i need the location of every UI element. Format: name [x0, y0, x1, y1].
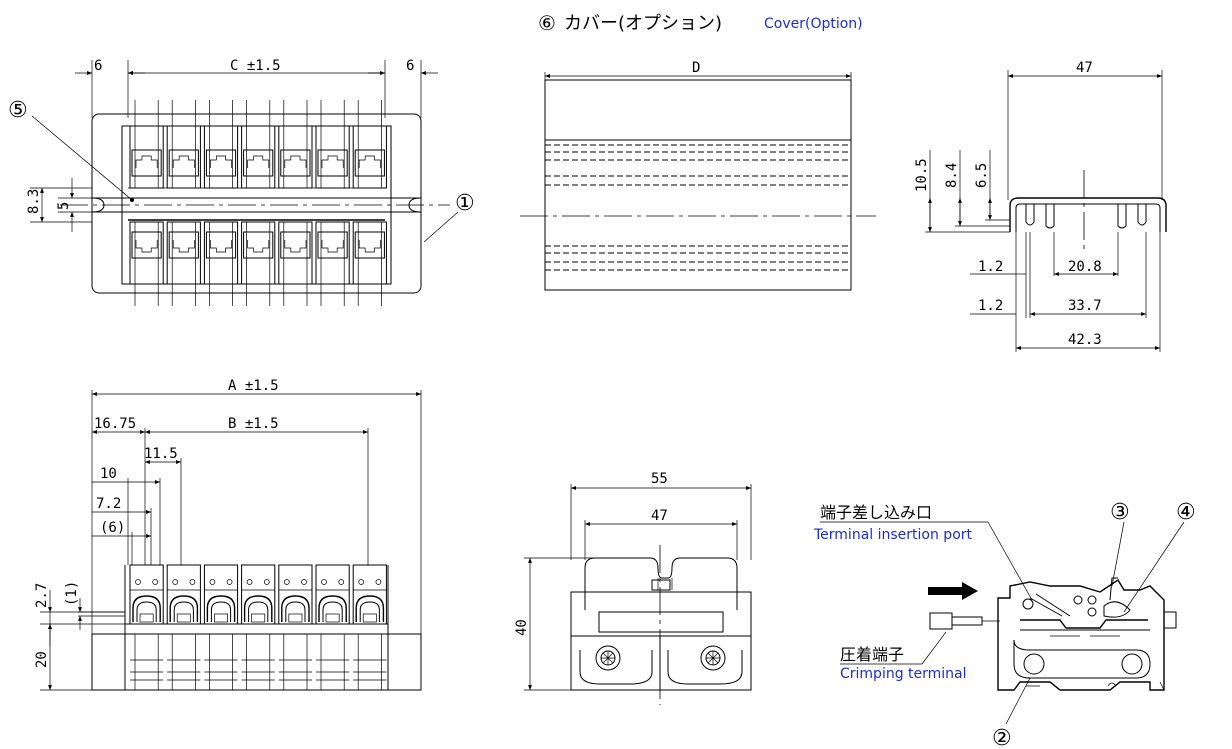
- dim-47-end: 47: [651, 508, 668, 524]
- dim-6-5: 6.5: [974, 163, 990, 188]
- plan-terminal-cell: [352, 100, 387, 306]
- callout-2: ②: [992, 726, 1012, 749]
- dim-1-2-upper: 1.2: [978, 259, 1003, 275]
- plan-terminal-cell: [315, 100, 350, 306]
- plan-terminal-cell: [278, 100, 313, 306]
- front-terminal-cell: [203, 564, 239, 690]
- dim-40: 40: [514, 619, 530, 636]
- front-view: A ±1.5 16.75 B ±1.5 11.5 10 7.2 (6): [34, 378, 422, 691]
- dim-47-top: 47: [1076, 60, 1093, 76]
- cover-view: D: [520, 60, 876, 291]
- title-en: Cover(Option): [764, 16, 863, 32]
- dim-10: 10: [100, 466, 117, 482]
- title-jp: カバー(オプション): [564, 13, 722, 34]
- front-terminal-cell: [352, 564, 387, 690]
- front-terminal-cell: [315, 564, 350, 690]
- label-insertion-en: Terminal insertion port: [813, 527, 973, 543]
- dim-42-3: 42.3: [1068, 332, 1102, 348]
- callout-5: ⑤: [8, 98, 28, 123]
- dim-8-4: 8.4: [944, 163, 960, 188]
- dim-b: B ±1.5: [228, 416, 279, 432]
- drawing-title: ⑥ カバー(オプション) Cover(Option): [538, 11, 863, 35]
- callout-4: ④: [1176, 500, 1196, 525]
- dim-1-2-lower: 1.2: [978, 298, 1003, 314]
- plan-terminal-cell: [166, 100, 201, 306]
- label-crimp-jp: 圧着端子: [840, 645, 904, 664]
- dim-8-3: 8.3: [26, 189, 42, 214]
- dim-11-5: 11.5: [144, 446, 178, 462]
- front-terminal-cell: [166, 564, 201, 690]
- front-terminal-cells: [129, 564, 387, 690]
- plan-view: 6 C ±1.5 6 8.3 5 ⑤ ①: [8, 58, 475, 306]
- dim-left-6: 6: [94, 58, 102, 74]
- dim-7-2: 7.2: [96, 496, 121, 512]
- plan-terminal-cell: [203, 100, 239, 306]
- front-terminal-cell: [129, 564, 164, 690]
- dim-16-75: 16.75: [94, 416, 136, 432]
- section-view: 端子差し込み口 Terminal insertion port 圧着端子 Cri…: [813, 500, 1196, 749]
- dim-10-5: 10.5: [914, 158, 930, 192]
- front-terminal-cell: [278, 564, 313, 690]
- plan-terminal-cell: [241, 100, 276, 306]
- dim-right-6: 6: [406, 58, 414, 74]
- dim-a: A ±1.5: [228, 378, 279, 394]
- dim-20-8: 20.8: [1068, 259, 1102, 275]
- dim-55: 55: [651, 471, 668, 487]
- label-insertion-jp: 端子差し込み口: [820, 503, 932, 522]
- dim-33-7: 33.7: [1068, 298, 1102, 314]
- cover-side-view: 47 10.5 8.4 6.5 1.2 20.8: [914, 60, 1167, 352]
- end-view: 55 47 40: [514, 471, 752, 705]
- callout-1: ①: [455, 191, 475, 216]
- dim-d: D: [692, 60, 700, 76]
- callout-3: ③: [1110, 500, 1130, 525]
- dim-5: 5: [56, 202, 72, 210]
- plan-terminal-cell: [129, 100, 164, 306]
- plan-terminal-cells: [129, 100, 387, 306]
- front-terminal-cell: [241, 564, 276, 690]
- dim-6-paren: (6): [100, 520, 125, 536]
- dim-20: 20: [34, 651, 50, 668]
- title-marker: ⑥: [538, 11, 556, 35]
- dim-c: C ±1.5: [230, 58, 281, 74]
- dim-2-7: 2.7: [34, 583, 50, 608]
- label-crimp-en: Crimping terminal: [840, 666, 967, 682]
- dim-1-paren: (1): [64, 581, 80, 606]
